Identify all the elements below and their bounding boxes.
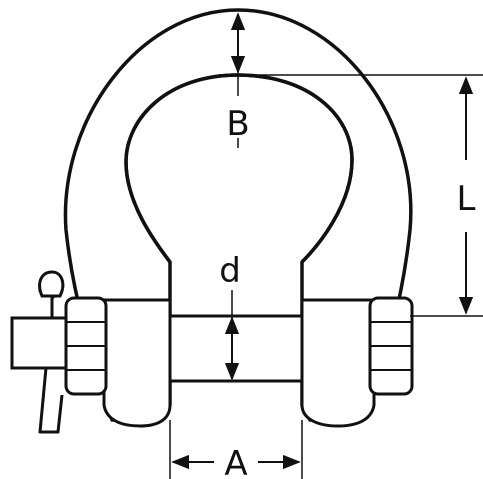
label-d: d: [219, 251, 241, 291]
label-a: A: [224, 444, 247, 479]
cotter-pin-head: [38, 270, 65, 298]
label-l: L: [457, 179, 476, 219]
right-eye: [300, 298, 376, 428]
left-eye: [102, 298, 172, 428]
label-b: B: [226, 104, 249, 144]
left-pin-end: [10, 316, 68, 370]
